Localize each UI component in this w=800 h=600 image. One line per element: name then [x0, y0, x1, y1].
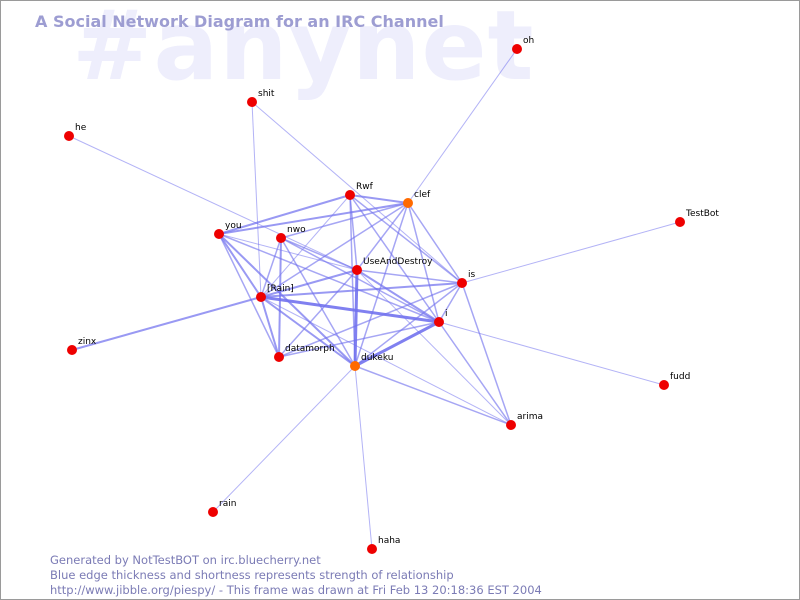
node-fudd	[659, 380, 669, 390]
edge-rwf-clef	[349, 194, 409, 204]
node-label-zinx: zinx	[78, 337, 97, 347]
node-label-fudd: fudd	[670, 372, 690, 382]
edge-he-useanddestroy	[68, 135, 358, 271]
node-useanddestroy	[352, 265, 362, 275]
node-oh	[512, 44, 522, 54]
node-nwo	[276, 233, 286, 243]
node-label-useanddestroy: UseAndDestroy	[363, 257, 433, 267]
edge-dukeku-arima	[354, 365, 512, 426]
edge-you-datamorph	[218, 233, 280, 358]
edge-i-dukeku	[354, 320, 440, 368]
edge-is-testbot	[461, 221, 681, 284]
footer: Generated by NotTestBOT on irc.bluecherr…	[50, 553, 542, 598]
node-label-rain: rain	[219, 499, 236, 509]
edge-i-arima	[438, 321, 512, 426]
footer-legend-note: Blue edge thickness and shortness repres…	[50, 568, 454, 582]
edge-rain-useanddestroy	[260, 269, 358, 298]
edge-is-arima	[461, 282, 512, 426]
node-zinx	[67, 345, 77, 355]
node-testbot	[675, 217, 685, 227]
edge-you-i	[218, 233, 440, 323]
edge-shit-is	[251, 101, 463, 284]
edge-nwo-rain	[260, 237, 282, 298]
edge-rain-zinx	[71, 296, 262, 351]
edge-shit-rain	[251, 101, 262, 298]
edge-you-clef	[218, 202, 409, 235]
edge-clef-oh	[407, 48, 518, 204]
node-label-nwo: nwo	[287, 225, 306, 235]
edge-useanddestroy-i	[356, 269, 440, 323]
node-rain	[208, 507, 218, 517]
edge-you-useanddestroy	[218, 233, 358, 271]
node-rwf	[345, 190, 355, 200]
edge-is-useanddestroy	[356, 269, 463, 284]
edge-i-fudd	[438, 321, 665, 386]
edge-rwf-i	[349, 194, 440, 323]
node-label-arima: arima	[517, 412, 543, 422]
edge-clef-useanddestroy	[356, 202, 409, 271]
edge-rain-dukeku	[260, 296, 356, 367]
edge-you-rwf	[218, 194, 351, 235]
edge-clef-rain	[260, 202, 409, 298]
node-shit	[247, 97, 257, 107]
edge-clef-is	[407, 202, 463, 284]
edge-rwf-useanddestroy	[349, 194, 358, 271]
edge-you-dukeku	[218, 233, 356, 367]
node-arima	[506, 420, 516, 430]
footer-url-timestamp: http://www.jibble.org/piespy/ - This fra…	[50, 583, 542, 597]
node-label-i: i	[445, 309, 448, 319]
node-label-is: is	[468, 270, 476, 280]
node-label-rwf: Rwf	[356, 182, 374, 192]
node-label-clef: clef	[414, 190, 431, 200]
node-i	[434, 317, 444, 327]
node-he	[64, 131, 74, 141]
node-rain	[256, 292, 266, 302]
edge-nwo-i	[280, 237, 440, 323]
edge-rain-is	[260, 282, 463, 298]
node-clef	[403, 198, 413, 208]
edge-rwf-dukeku	[349, 194, 356, 367]
node-label-shit: shit	[258, 89, 275, 99]
node-haha	[367, 544, 377, 554]
edge-rain-arima	[260, 296, 512, 426]
diagram-title: A Social Network Diagram for an IRC Chan…	[35, 12, 444, 31]
edge-clef-dukeku	[354, 202, 409, 367]
edge-rain-datamorph	[260, 296, 280, 358]
edge-rain-i	[260, 295, 440, 324]
edge-clef-i	[407, 202, 440, 323]
node-label-dukeku: dukeku	[361, 353, 393, 363]
edge-you-rain	[218, 233, 262, 298]
node-you	[214, 229, 224, 239]
edge-datamorph-i	[278, 321, 440, 358]
node-label-he: he	[75, 123, 87, 133]
edge-is-i	[438, 282, 463, 323]
node-label-you: you	[225, 221, 242, 231]
edge-rwf-is	[349, 194, 463, 284]
edge-is-datamorph	[278, 282, 463, 358]
node-label-datamorph: datamorph	[285, 344, 335, 354]
node-label-haha: haha	[378, 536, 400, 546]
edge-layer	[68, 48, 681, 550]
edge-dukeku-haha	[354, 365, 373, 550]
node-datamorph	[274, 352, 284, 362]
edge-is-dukeku	[354, 282, 463, 367]
channel-watermark: #anynet	[72, 0, 535, 102]
node-label-rain: [Rain]	[267, 284, 294, 294]
node-label-testbot: TestBot	[685, 209, 719, 219]
edge-useanddestroy-dukeku	[353, 269, 359, 367]
edge-nwo-useanddestroy	[280, 237, 358, 271]
edge-useanddestroy-arima	[356, 269, 512, 426]
node-dukeku	[350, 361, 360, 371]
node-is	[457, 278, 467, 288]
edge-dukeku-rain	[212, 365, 356, 513]
edge-nwo-clef	[280, 202, 409, 239]
footer-generated-by: Generated by NotTestBOT on irc.bluecherr…	[50, 553, 321, 567]
edge-nwo-datamorph	[278, 237, 282, 358]
node-label-oh: oh	[523, 36, 534, 46]
